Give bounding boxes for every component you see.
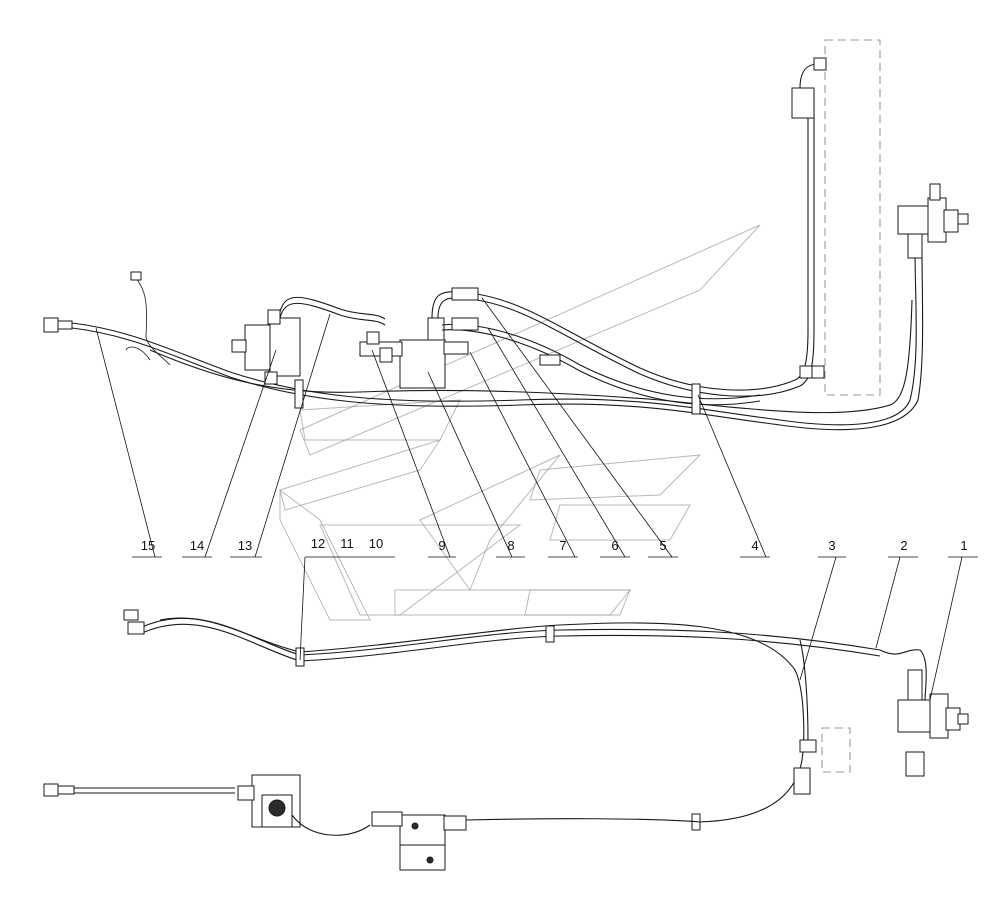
pump-unit-top — [231, 309, 301, 385]
left-end-fitting — [43, 317, 59, 333]
hose-3 — [159, 617, 805, 823]
callout-13: 13 — [238, 538, 252, 553]
top-assembly — [43, 57, 969, 431]
callout-3: 3 — [828, 538, 835, 553]
callout-1: 1 — [960, 538, 967, 553]
pump-unit-bottom — [237, 774, 301, 828]
watermark-logo — [279, 224, 761, 621]
reference-frame — [824, 39, 881, 396]
callout-labels: 15 14 13 12 11 10 9 8 7 6 5 4 3 2 1 — [141, 536, 968, 553]
callout-7: 7 — [559, 538, 566, 553]
callout-11: 11 — [340, 536, 354, 551]
callout-leaders — [95, 297, 978, 701]
callout-14: 14 — [190, 538, 204, 553]
pump-unit-bottom-right — [897, 669, 969, 777]
callout-5: 5 — [659, 538, 666, 553]
callout-6: 6 — [611, 538, 618, 553]
hose-6 — [431, 90, 809, 391]
callout-4: 4 — [751, 538, 758, 553]
callout-10: 10 — [369, 536, 383, 551]
hose-5 — [441, 323, 761, 400]
clamp-top-left — [294, 379, 304, 409]
callout-2: 2 — [900, 538, 907, 553]
hose-15 — [71, 249, 917, 426]
callout-8: 8 — [507, 538, 514, 553]
bottom-assembly — [43, 609, 969, 871]
hose-13 — [279, 302, 386, 326]
callout-15: 15 — [141, 538, 155, 553]
pump-unit-top-right — [897, 183, 969, 259]
valve-block-bottom — [371, 811, 467, 871]
valve-block-top — [359, 317, 469, 389]
clamp-4 — [691, 383, 701, 415]
hose-2 — [139, 617, 927, 701]
callout-12: 12 — [311, 536, 325, 551]
callout-9: 9 — [438, 538, 445, 553]
